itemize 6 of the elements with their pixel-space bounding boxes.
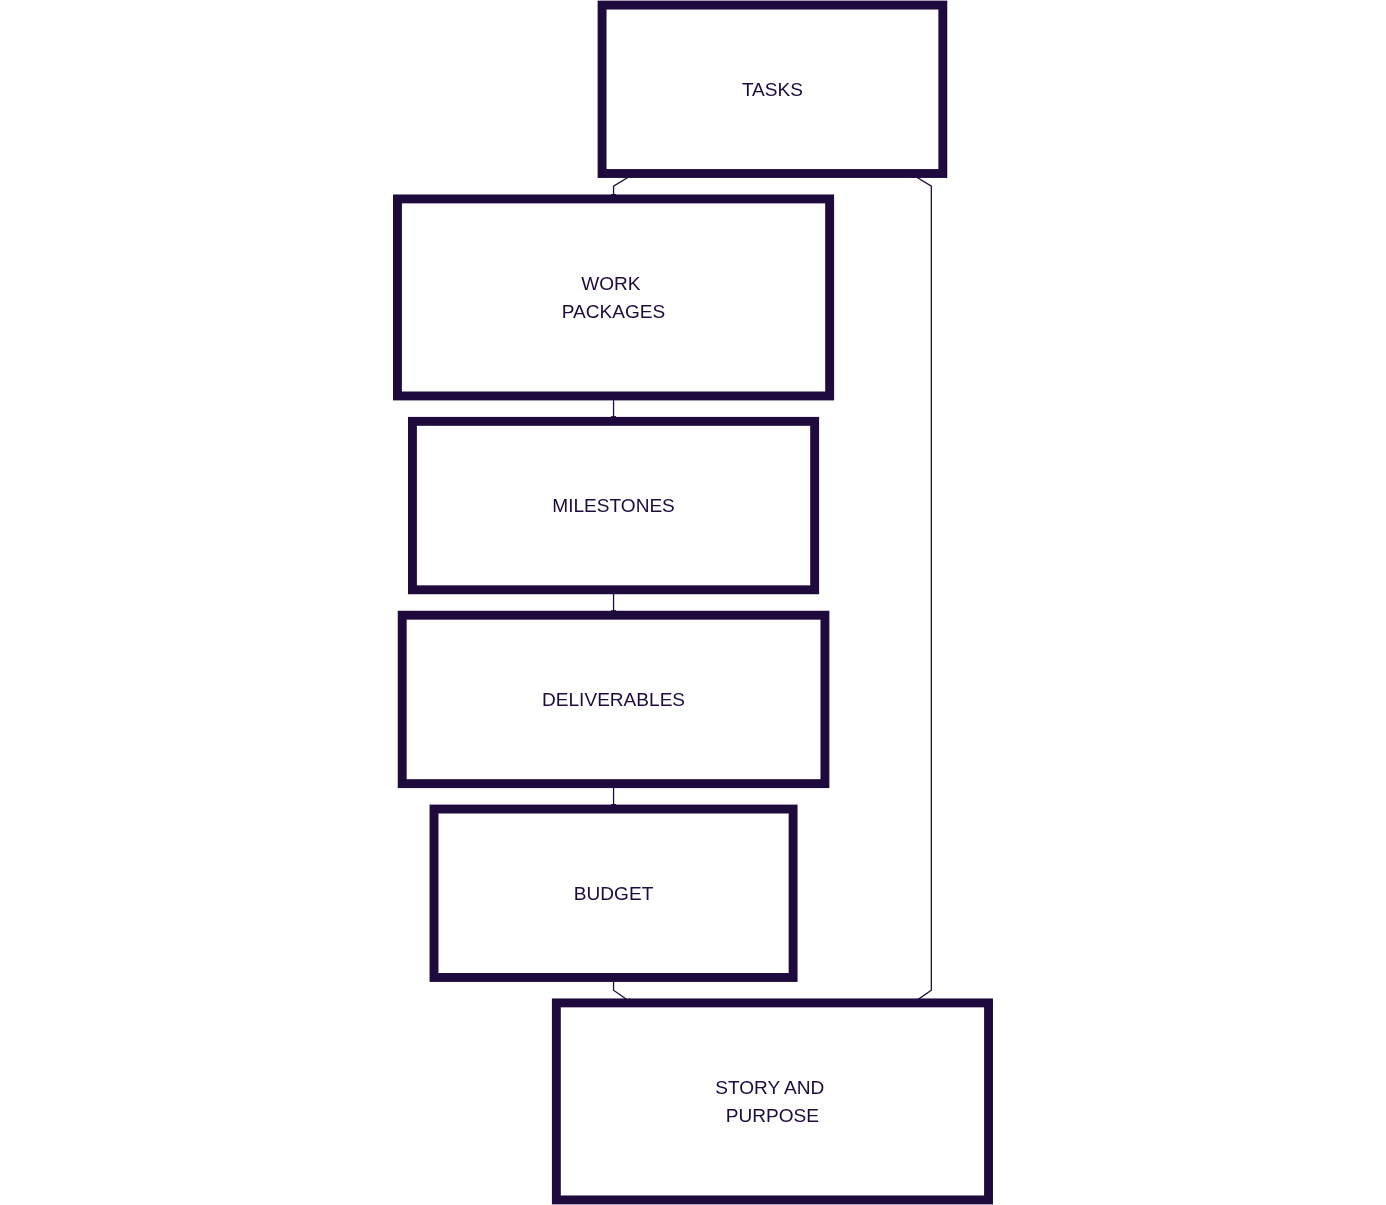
node-box: WORK PACKAGES: [393, 194, 835, 401]
node-box: STORY AND PURPOSE: [551, 998, 993, 1205]
node-box: DELIVERABLES: [397, 610, 830, 789]
node-box: BUDGET: [429, 804, 798, 982]
node-box: TASKS: [597, 0, 948, 178]
node-box: MILESTONES: [408, 416, 820, 595]
